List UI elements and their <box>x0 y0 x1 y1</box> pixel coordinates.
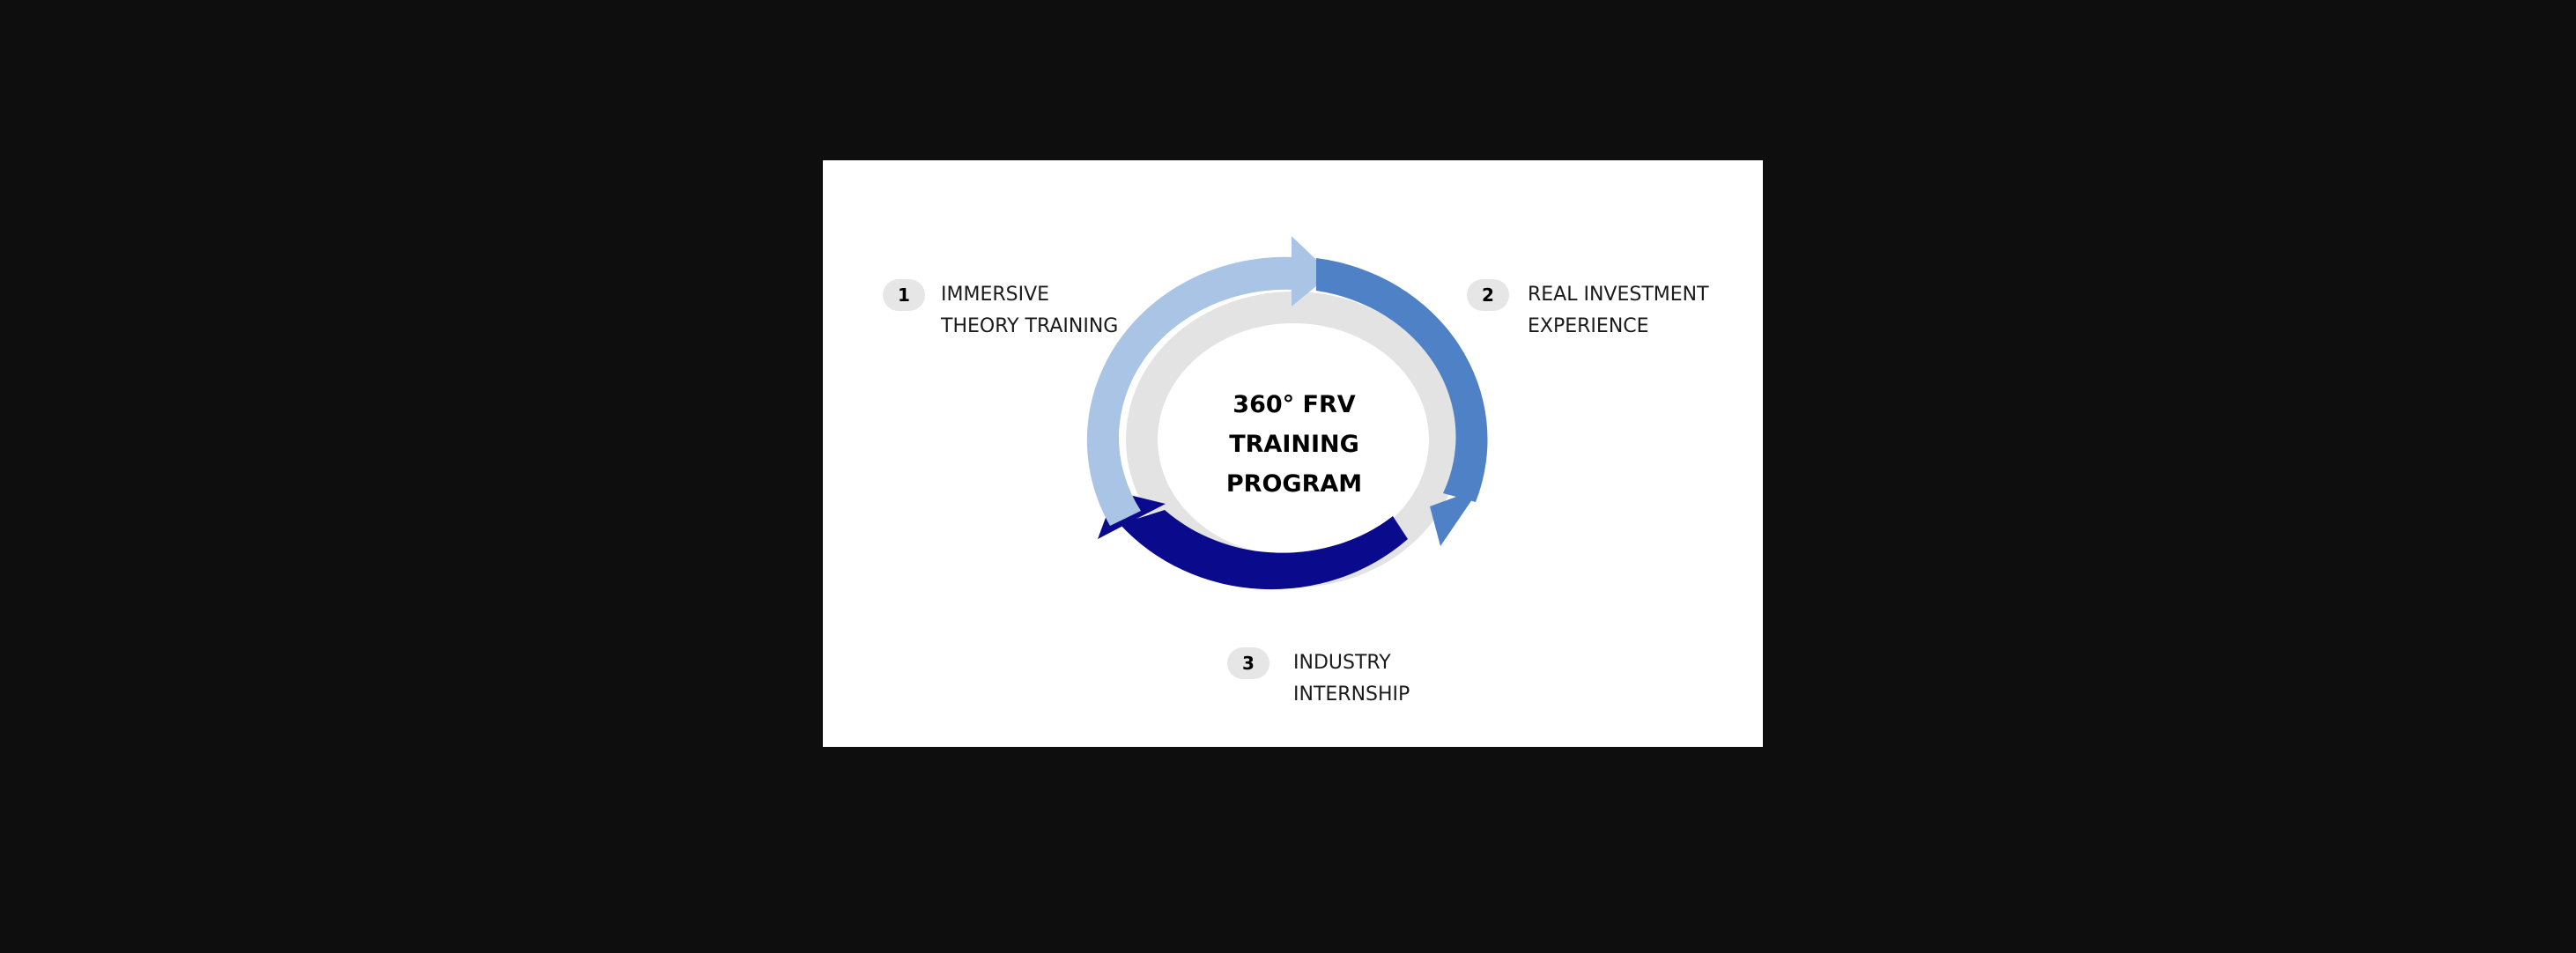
step-2-label: REAL INVESTMENT EXPERIENCE <box>1528 279 1709 343</box>
cycle-diagram <box>1086 236 1488 590</box>
cycle-arrow-step-2 <box>1316 258 1488 502</box>
cycle-arrowhead-step-1 <box>1292 236 1331 307</box>
center-title-line-3: PROGRAM <box>1225 470 1363 498</box>
step-2-label-line-1: REAL INVESTMENT <box>1528 284 1709 306</box>
center-title-line-1: 360° FRV <box>1232 391 1356 418</box>
center-disc <box>1158 323 1429 556</box>
cycle-arrowhead-step-2 <box>1430 488 1480 546</box>
center-title-line-2: TRAINING <box>1229 431 1359 458</box>
step-1-label: IMMERSIVE THEORY TRAINING <box>941 279 1118 343</box>
step-1-label-line-2: THEORY TRAINING <box>941 315 1119 337</box>
step-1-badge: 1 <box>883 279 925 311</box>
step-2-badge: 2 <box>1467 279 1509 311</box>
step-3-label-line-1: INDUSTRY <box>1293 652 1391 674</box>
step-2-label-line-2: EXPERIENCE <box>1528 315 1649 337</box>
cycle-arrow-step-3 <box>1120 510 1408 590</box>
step-3-label: INDUSTRY INTERNSHIP <box>1293 647 1410 711</box>
diagram-center-title: 360° FRV TRAINING PROGRAM <box>1175 385 1413 504</box>
step-1-label-line-1: IMMERSIVE <box>941 284 1050 306</box>
step-3-label-line-2: INTERNSHIP <box>1293 683 1410 706</box>
diagram-slide: 360° FRV TRAINING PROGRAM 1 IMMERSIVE TH… <box>823 160 1763 747</box>
cycle-arrow-step-1 <box>1086 256 1295 526</box>
step-3-badge: 3 <box>1227 647 1269 679</box>
